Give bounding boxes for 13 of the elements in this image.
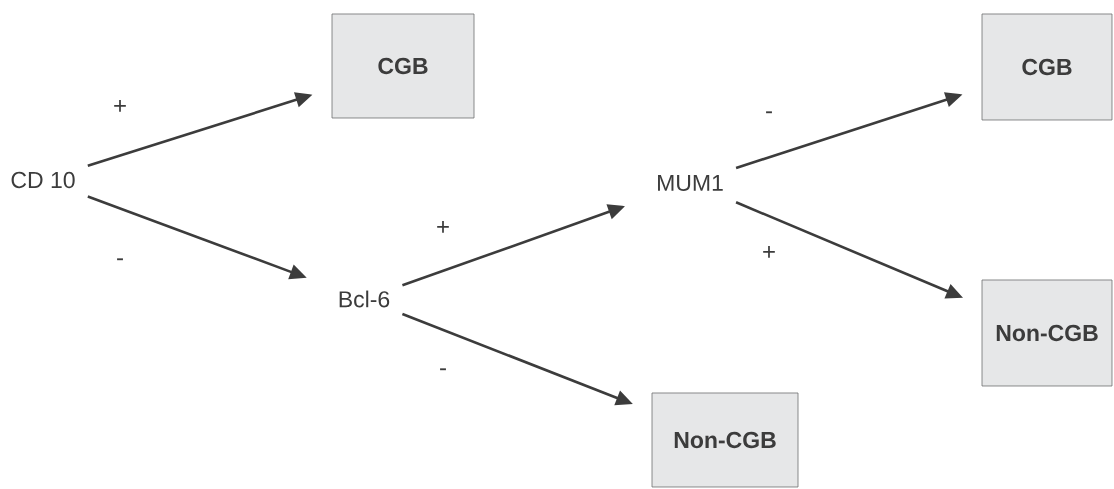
edge-label: + <box>112 99 128 115</box>
result-box: CGB <box>981 13 1113 121</box>
result-box: CGB <box>331 13 475 119</box>
edge-label: + <box>435 220 451 236</box>
marker-label: CD 10 <box>11 171 75 189</box>
edge-label: - <box>115 257 125 267</box>
marker-label: Bcl-6 <box>339 290 390 308</box>
marker-label: MUM1 <box>658 174 723 191</box>
result-box: Non-CGB <box>651 392 799 488</box>
edge-label: - <box>764 110 774 120</box>
edge-label: - <box>438 367 448 377</box>
result-box: Non-CGB <box>981 279 1113 387</box>
edge-label: + <box>761 245 777 261</box>
